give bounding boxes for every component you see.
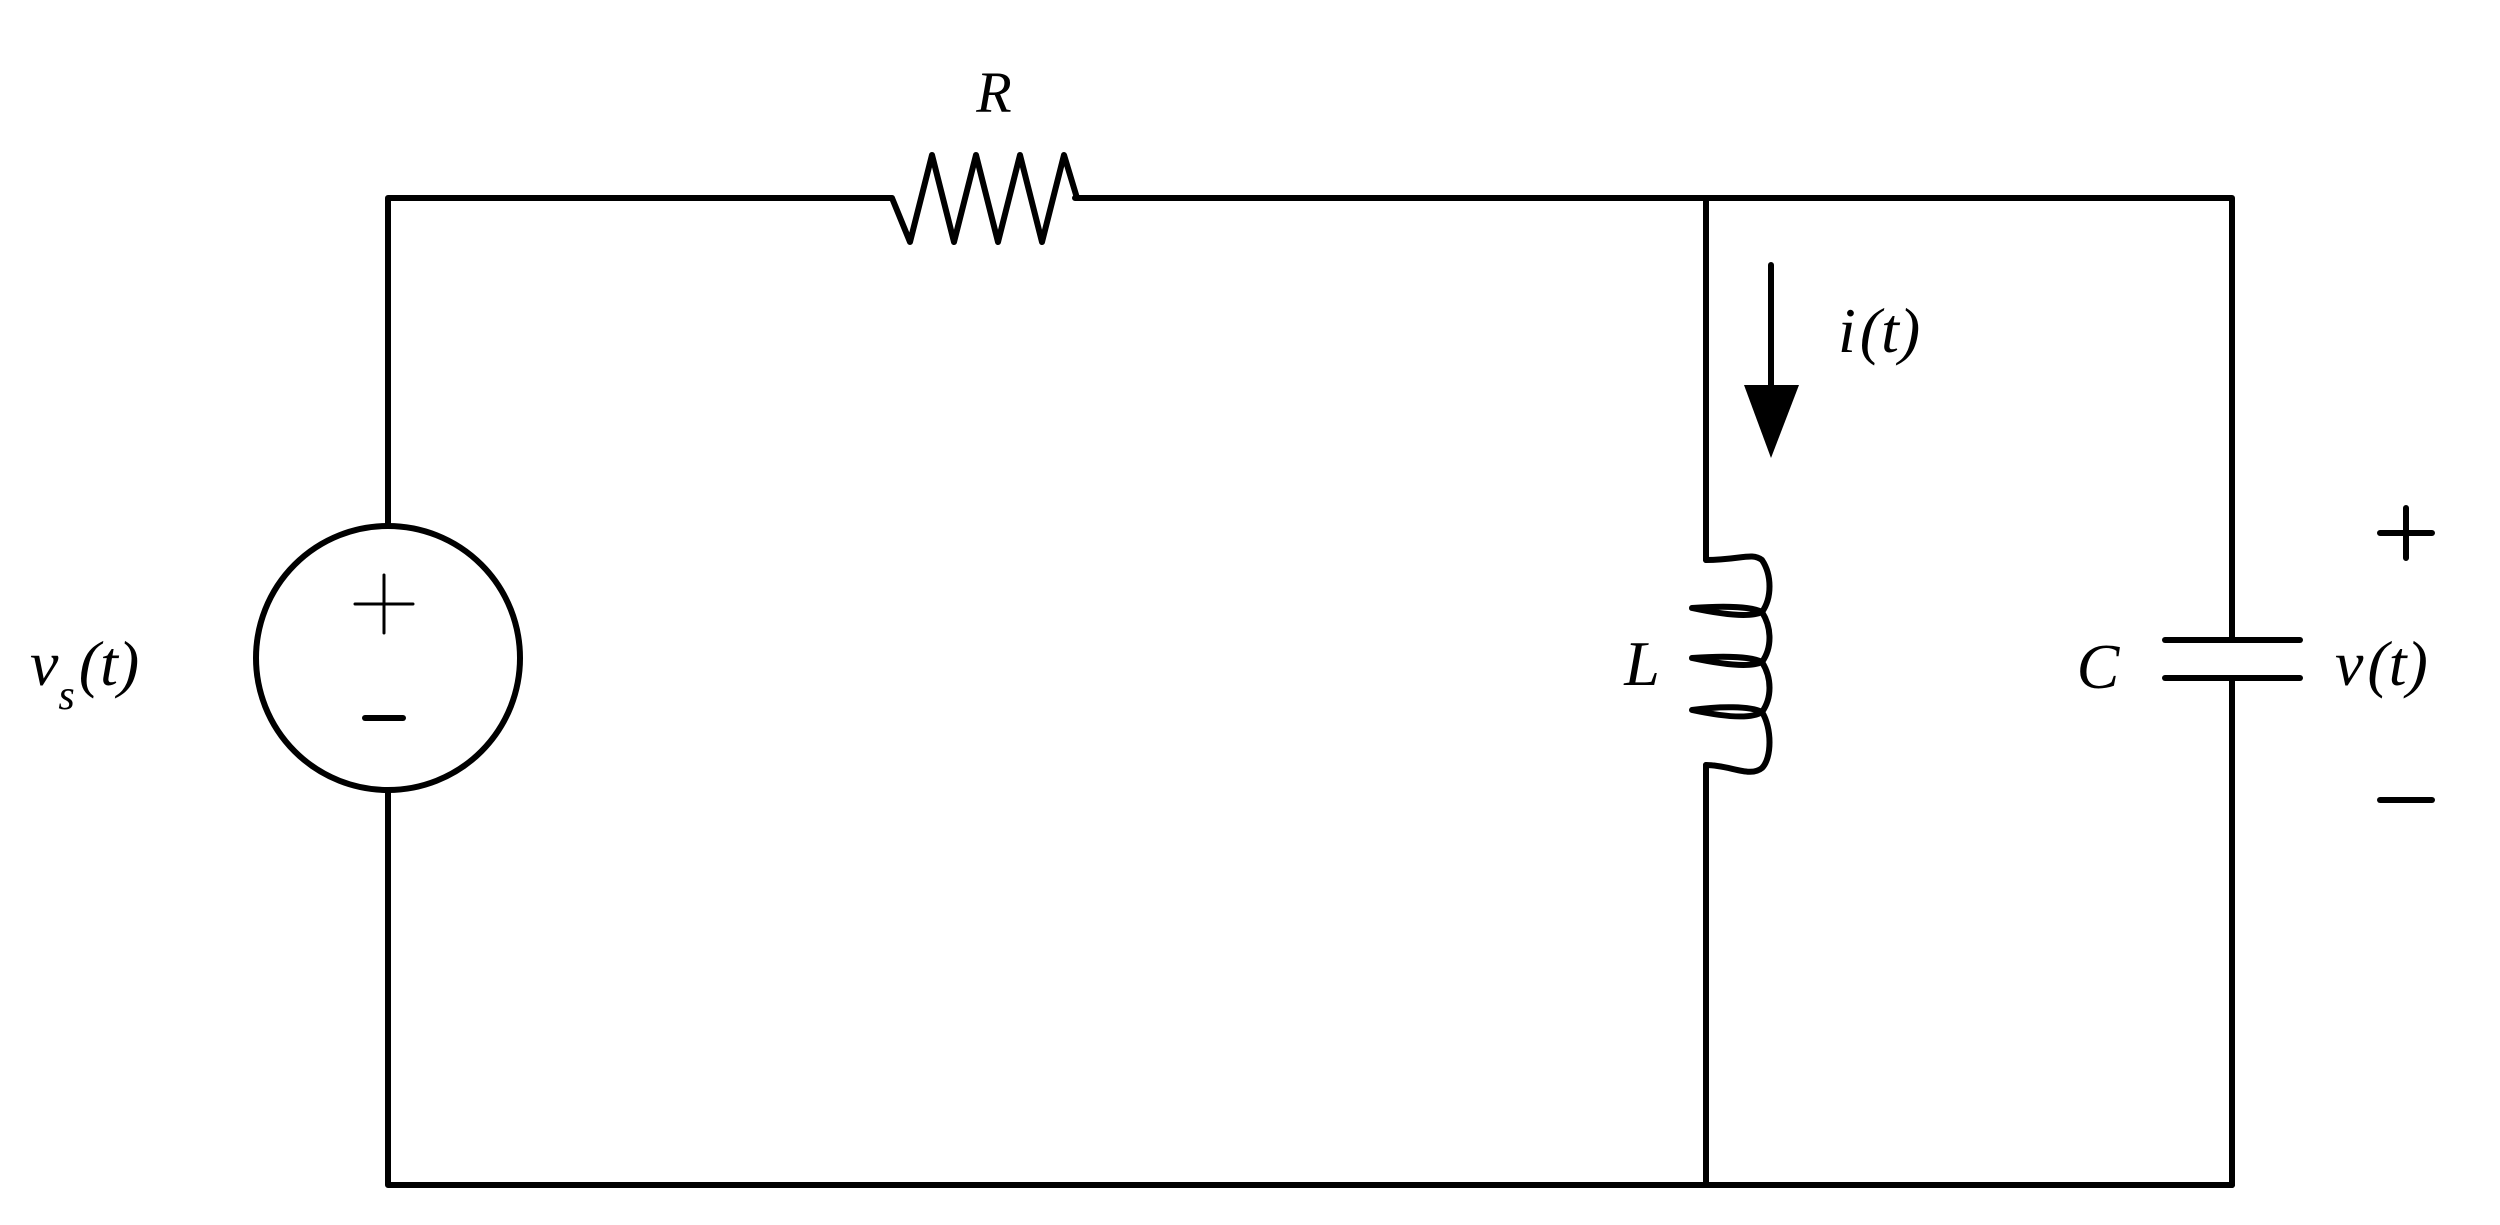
voltage-source: vs(t) (30, 523, 523, 793)
voltage-label-main: v (2335, 628, 2364, 699)
current-arrow-head (1744, 385, 1799, 458)
current-indicator: i(t) (1744, 262, 1920, 458)
source-label-arg: (t) (79, 628, 139, 699)
resistor-label: R (975, 60, 1011, 125)
resistor: R (847, 60, 1123, 245)
wire-top-middle (1072, 195, 2235, 641)
voltage-plus-sign (2377, 505, 2435, 561)
wire-bottom (385, 787, 2235, 1188)
capacitor-label: C (2077, 631, 2121, 702)
voltage-label-arg: (t) (2367, 628, 2427, 699)
source-label: vs(t) (30, 628, 139, 719)
wire-left-top (385, 195, 853, 528)
source-plus-sign (353, 573, 415, 635)
current-label-arg: (t) (1860, 295, 1920, 366)
inductor: L (1623, 553, 1773, 775)
capacitor: C (2077, 631, 2303, 702)
resistor-zigzag (847, 152, 1123, 245)
inductor-label: L (1623, 628, 1660, 699)
wires (385, 195, 2235, 1188)
capacitor-voltage: v(t) (2335, 505, 2435, 803)
voltage-label: v(t) (2335, 628, 2428, 699)
inductor-coil (1689, 553, 1773, 775)
source-circle (253, 523, 523, 793)
source-label-main: v (30, 628, 59, 699)
source-label-sub: s (58, 673, 74, 719)
current-label: i(t) (1838, 295, 1920, 366)
current-label-main: i (1838, 295, 1856, 366)
